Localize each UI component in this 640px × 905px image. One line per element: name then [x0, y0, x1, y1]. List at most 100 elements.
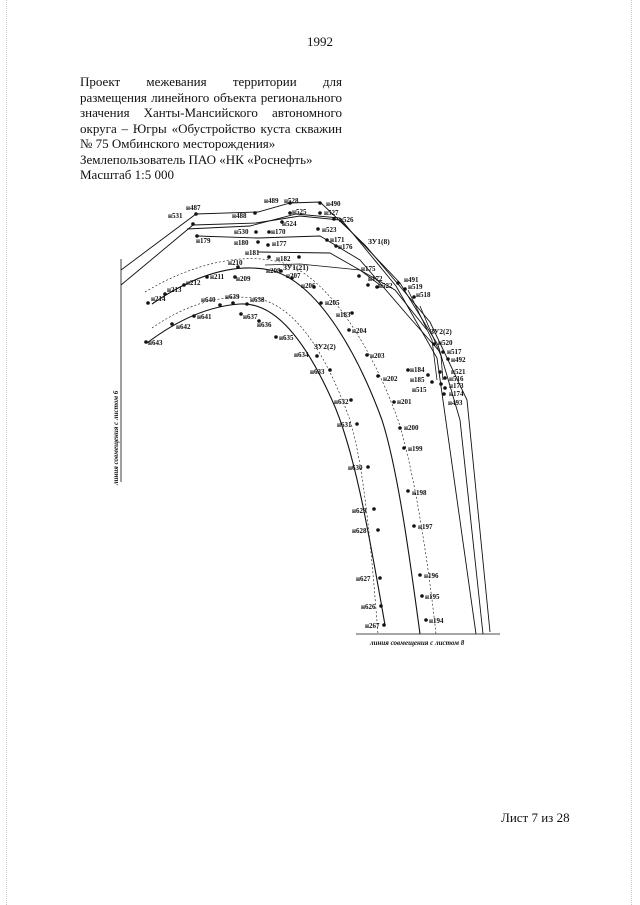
point-label: н198	[412, 489, 427, 497]
point-label: н626	[361, 603, 376, 611]
point-label: н631	[337, 421, 352, 429]
zone-label: ЗУ2(2)	[314, 342, 336, 351]
zone-labels: ЗУ1(8) ЗУ1(21) ЗУ2(2) ЗУ2(2)	[283, 237, 452, 351]
title-block: Проект межевания территории для размещен…	[80, 74, 342, 183]
point-label: н194	[429, 617, 444, 625]
point-label: н205	[325, 299, 340, 307]
page-number: 1992	[307, 34, 333, 49]
point-label: н515	[412, 386, 427, 394]
title-line: размещения линейного объекта регионально…	[80, 89, 342, 105]
title-line: № 75 Омбинского месторождения»	[80, 136, 276, 151]
sheet-number: Лист 7 из 28	[501, 810, 570, 825]
axis-arch-2	[151, 296, 379, 635]
point-label: н629	[352, 507, 367, 515]
point-label: н200	[404, 424, 419, 432]
point-label: н491	[404, 276, 419, 284]
point-label: н206	[301, 282, 316, 290]
scale-line: Масштаб 1:5 000	[80, 167, 174, 182]
zone-boundary	[186, 213, 477, 635]
point-label: н522	[378, 282, 393, 290]
point-label: н642	[176, 323, 191, 331]
point-label: н175	[361, 265, 376, 273]
point-label: н489	[264, 197, 279, 205]
point-label: н176	[338, 243, 353, 251]
right-connector-2	[419, 305, 444, 381]
zone-label: ЗУ1(8)	[368, 237, 390, 246]
point-label: н633	[310, 368, 325, 376]
title-line: значения Ханты-Мансийского автономного	[80, 105, 342, 120]
point-label: н636	[257, 321, 272, 329]
point-label: н628	[352, 527, 367, 535]
point-label: н518	[416, 291, 431, 299]
title-line: Проект межевания территории для	[80, 74, 342, 89]
point-label: н185	[410, 376, 425, 384]
land-user-line: Землепользователь ПАО «НК «Роснефть»	[80, 151, 313, 167]
point-label: н183	[336, 311, 351, 319]
point-label: н180	[234, 239, 249, 247]
point-label: н526	[339, 216, 354, 224]
point-label: н211	[210, 273, 225, 281]
point-label: н524	[282, 220, 297, 228]
point-label: н171	[330, 236, 345, 244]
axis-arch-1	[144, 258, 437, 635]
right-connector	[407, 289, 438, 381]
point-label: н197	[418, 523, 433, 531]
point-label: н520	[438, 339, 453, 347]
point-label: н267	[365, 622, 380, 630]
point-label: н493	[448, 399, 463, 407]
right-scan-edge	[631, 0, 632, 905]
point-label: н177	[272, 240, 287, 248]
point-label: н634	[294, 351, 309, 359]
point-label: н201	[397, 398, 412, 406]
point-label: н173	[449, 382, 464, 390]
point-label: н196	[424, 572, 439, 580]
point-label: н528	[284, 197, 299, 205]
point-label: н637	[243, 313, 258, 321]
point-label: н184	[410, 366, 425, 374]
left-scan-edge	[6, 0, 7, 905]
point-label: н213	[167, 286, 182, 294]
point-label: н640	[201, 296, 216, 304]
point-label: н174	[449, 390, 464, 398]
point-label: н172	[368, 275, 383, 283]
map-linework	[120, 201, 500, 635]
zone-boundary-inner-3	[264, 263, 381, 286]
point-label: н632	[334, 398, 349, 406]
point-label: н208	[266, 267, 281, 275]
point-label: н627	[356, 575, 371, 583]
point-label: н523	[322, 226, 337, 234]
match-line-bottom-label: линия совмещения с листом 8	[369, 639, 465, 647]
point-label: н209	[236, 275, 251, 283]
point-label: н490	[326, 200, 341, 208]
point-label: н487	[186, 204, 201, 212]
point-label: н525	[292, 208, 307, 216]
point-label: н521	[451, 368, 466, 376]
point-labels: н487 н531 н179 н488 н489 н528 н490 н525 …	[148, 197, 466, 630]
zone-label: ЗУ1(21)	[283, 263, 309, 272]
point-label: н203	[370, 352, 385, 360]
point-label: н204	[352, 327, 367, 335]
point-label: н516	[449, 375, 464, 383]
boundary-arch-1	[151, 267, 421, 635]
point-label: н212	[186, 279, 201, 287]
point-label: н182	[276, 255, 291, 263]
point-label: н638	[250, 296, 265, 304]
point-label: н214	[151, 295, 166, 303]
point-label: н179	[196, 237, 211, 245]
point-label: н181	[245, 249, 260, 257]
title-line: округа – Югры «Обустройство куста скважи…	[80, 120, 342, 136]
match-line-left-label: линия совмещения с листом 6	[112, 390, 120, 486]
point-label: н630	[348, 464, 363, 472]
point-label: н641	[197, 313, 212, 321]
point-label: н202	[383, 375, 398, 383]
point-label: н170	[271, 228, 286, 236]
point-label: н492	[451, 356, 466, 364]
point-label: н207	[286, 272, 301, 280]
zone-boundary-inner	[196, 235, 441, 353]
point-label: н639	[225, 293, 240, 301]
point-label: н530	[234, 228, 249, 236]
point-label: н531	[168, 212, 183, 220]
point-label: н195	[425, 593, 440, 601]
point-label: н527	[324, 209, 339, 217]
